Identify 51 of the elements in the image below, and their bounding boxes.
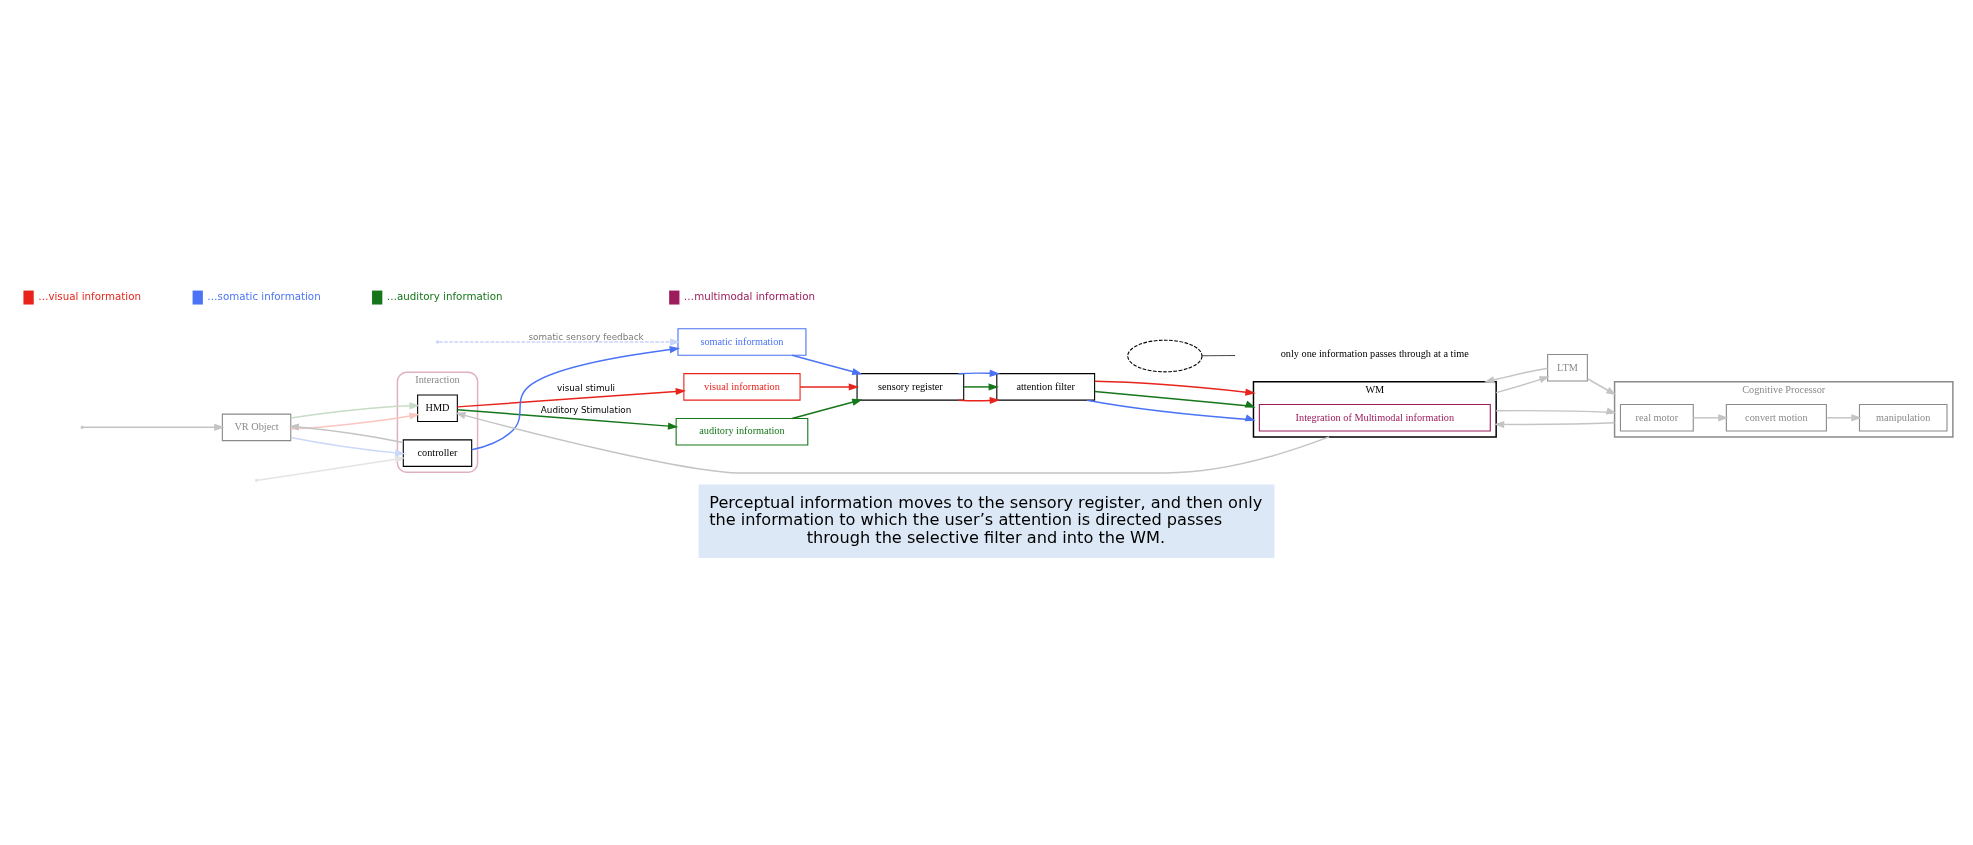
arrow <box>1495 376 1550 394</box>
edge-label: somatic sensory feedback <box>528 331 644 342</box>
connector <box>1201 355 1236 357</box>
arrow <box>456 387 686 408</box>
arrow <box>1586 378 1617 396</box>
arrow <box>791 354 863 376</box>
node-box: VR Object <box>221 413 292 442</box>
node-box: attention filter <box>996 373 1096 401</box>
arrow <box>1484 367 1549 384</box>
arrow <box>799 383 860 391</box>
arrow <box>963 383 999 391</box>
arrow <box>957 396 1000 405</box>
legend-label: …multimodal information <box>683 290 816 303</box>
arrow <box>456 409 679 430</box>
arrow <box>438 338 681 354</box>
node-box: HMD <box>417 394 458 423</box>
arrow <box>257 449 406 481</box>
node-ellipse <box>1127 339 1203 373</box>
arrow <box>957 369 1000 377</box>
arrow <box>791 398 863 420</box>
arrow <box>1495 407 1617 415</box>
legend-label: …visual information <box>38 290 141 303</box>
caption: Perceptual information moves to the sensory register, and then only the information to which the user’s attention is directed passes through the selective filter and into the WM. <box>709 492 1263 548</box>
arrow <box>288 423 404 444</box>
node-box: manipulation <box>1858 404 1948 432</box>
arrow <box>470 346 680 451</box>
node-box: auditory information <box>675 417 809 446</box>
edge-label: Auditory Stimulation <box>540 405 632 416</box>
node-box: sensory register <box>856 373 965 401</box>
arrow <box>290 436 406 457</box>
arrow <box>1094 380 1256 396</box>
arrow <box>1825 414 1862 422</box>
node-text: only one information passes through at a time <box>1280 348 1469 360</box>
node-box: controller <box>402 439 473 467</box>
arrow <box>290 412 420 430</box>
node-box: real motor <box>1619 404 1694 432</box>
arrow <box>290 402 420 419</box>
arrow <box>455 412 1330 474</box>
arrow <box>1094 390 1256 408</box>
node-box: somatic information <box>677 328 807 356</box>
arrow <box>83 423 225 431</box>
arrow <box>1692 414 1729 422</box>
arrow <box>1493 420 1616 429</box>
edge-label: visual stimuli <box>557 383 616 394</box>
arrow <box>1086 399 1256 422</box>
legend-label: …somatic information <box>207 290 321 303</box>
legend-label: …auditory information <box>386 290 503 303</box>
node-box: Integration of Multimodal information <box>1258 404 1491 432</box>
node-box: LTM <box>1547 354 1588 382</box>
node-box: visual information <box>683 373 801 401</box>
node-box: convert motion <box>1725 404 1827 432</box>
